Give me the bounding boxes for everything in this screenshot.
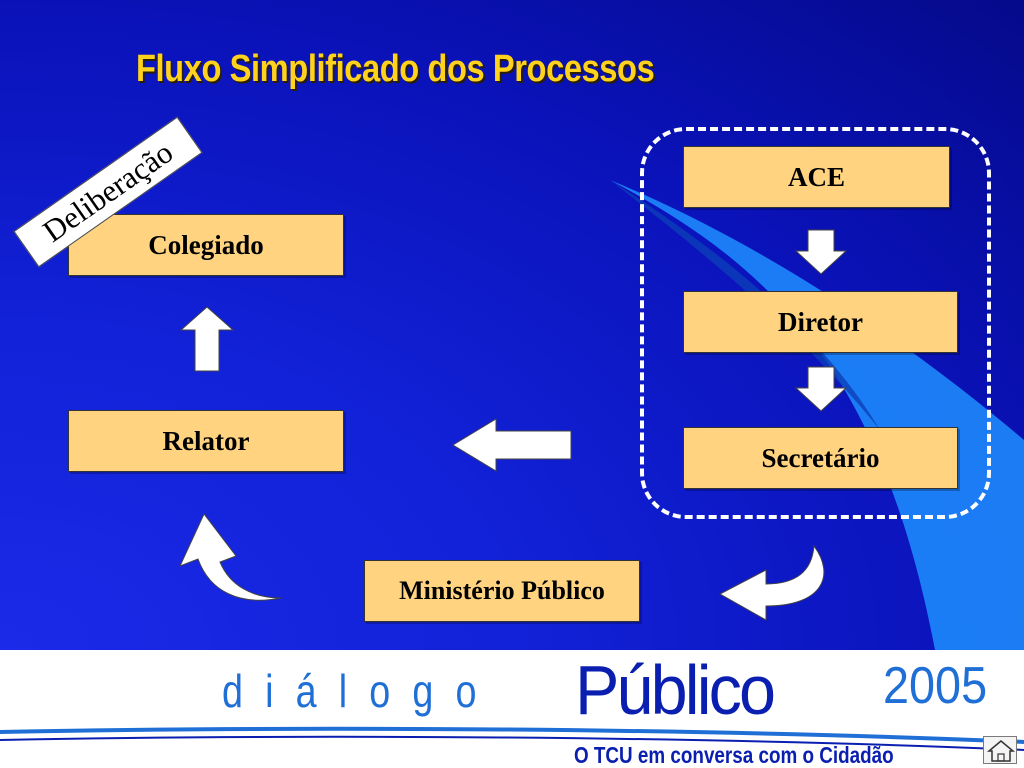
curved-arrow-group-to-mp [718,544,825,621]
node-diretor: Diretor [683,291,958,353]
node-ministerio-publico: Ministério Público [364,560,640,622]
page-title: Fluxo Simplificado dos Processos [136,48,655,90]
footer-year: 2005 [883,657,988,715]
home-button[interactable] [983,736,1017,764]
footer-banner: diálogo Público 2005 O TCU em conversa c… [0,650,1024,768]
arrow-down-diretor-secretario [794,366,848,412]
node-ace: ACE [683,146,950,208]
home-icon [986,740,1016,762]
slide-background: Fluxo Simplificado dos Processos ACE Dir… [0,0,1024,650]
footer-tagline: O TCU em conversa com o Cidadão [574,742,894,768]
footer-publico-word: Público [575,651,776,729]
curved-arrow-mp-to-relator [179,513,282,601]
node-colegiado: Colegiado [68,214,344,276]
arrow-down-ace-diretor [794,229,848,275]
footer-dialogo-word: diálogo [222,665,499,717]
node-secretario: Secretário [683,427,958,489]
internal-review-group [640,127,991,519]
arrow-up-relator-colegiado [179,306,235,372]
node-relator: Relator [68,410,344,472]
arrow-left-to-relator [452,418,572,472]
decorative-swoosh [610,180,1024,650]
footer-decorative-lines [0,726,1024,751]
